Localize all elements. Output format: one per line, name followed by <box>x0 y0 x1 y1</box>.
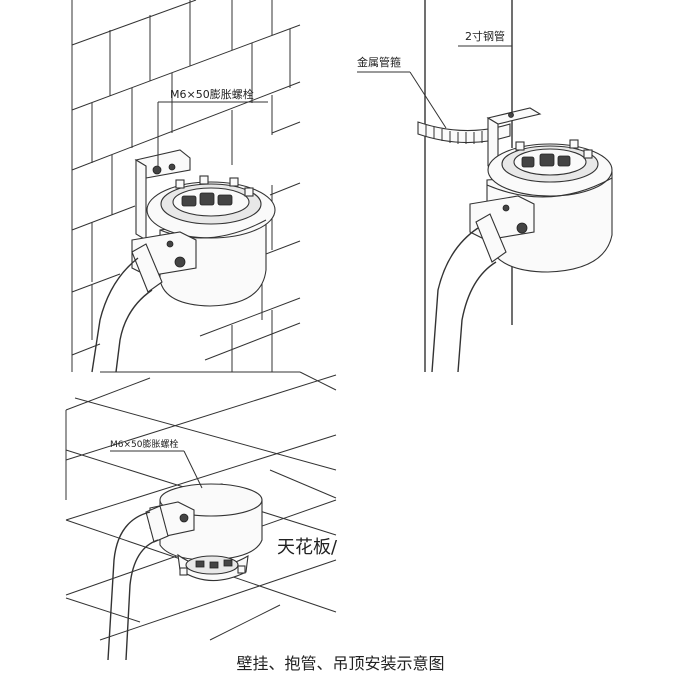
steel-pipe-label: 2寸钢管 <box>465 29 505 43</box>
wall-conduit <box>91 243 163 373</box>
ceiling-detector <box>149 483 263 582</box>
pipe-clamp-label: 金属管箍 <box>357 55 401 69</box>
pipe-detector <box>469 139 613 273</box>
figure-caption: 壁挂、抱管、吊顶安装示意图 <box>236 654 445 673</box>
ceiling-bolt-label: M6×50膨胀螺栓 <box>110 438 179 450</box>
wall-mount-panel: M6×50膨胀螺栓 <box>71 0 301 373</box>
pipe-mount-panel: 金属管箍 2寸钢管 <box>357 0 613 373</box>
ceiling-label: 天花板/ <box>277 537 338 558</box>
brick-wall <box>71 0 301 373</box>
metal-pipe-clamp <box>417 121 511 144</box>
ceiling-conduit <box>107 505 169 661</box>
steel-pipe <box>424 0 513 372</box>
wall-bolt-label: M6×50膨胀螺栓 <box>170 87 254 101</box>
wall-detector <box>131 175 276 307</box>
wall-bracket <box>134 149 191 241</box>
ceiling-mount-panel: M6×50膨胀螺栓 天花板/ <box>65 371 338 661</box>
pipe-conduit <box>431 213 507 373</box>
